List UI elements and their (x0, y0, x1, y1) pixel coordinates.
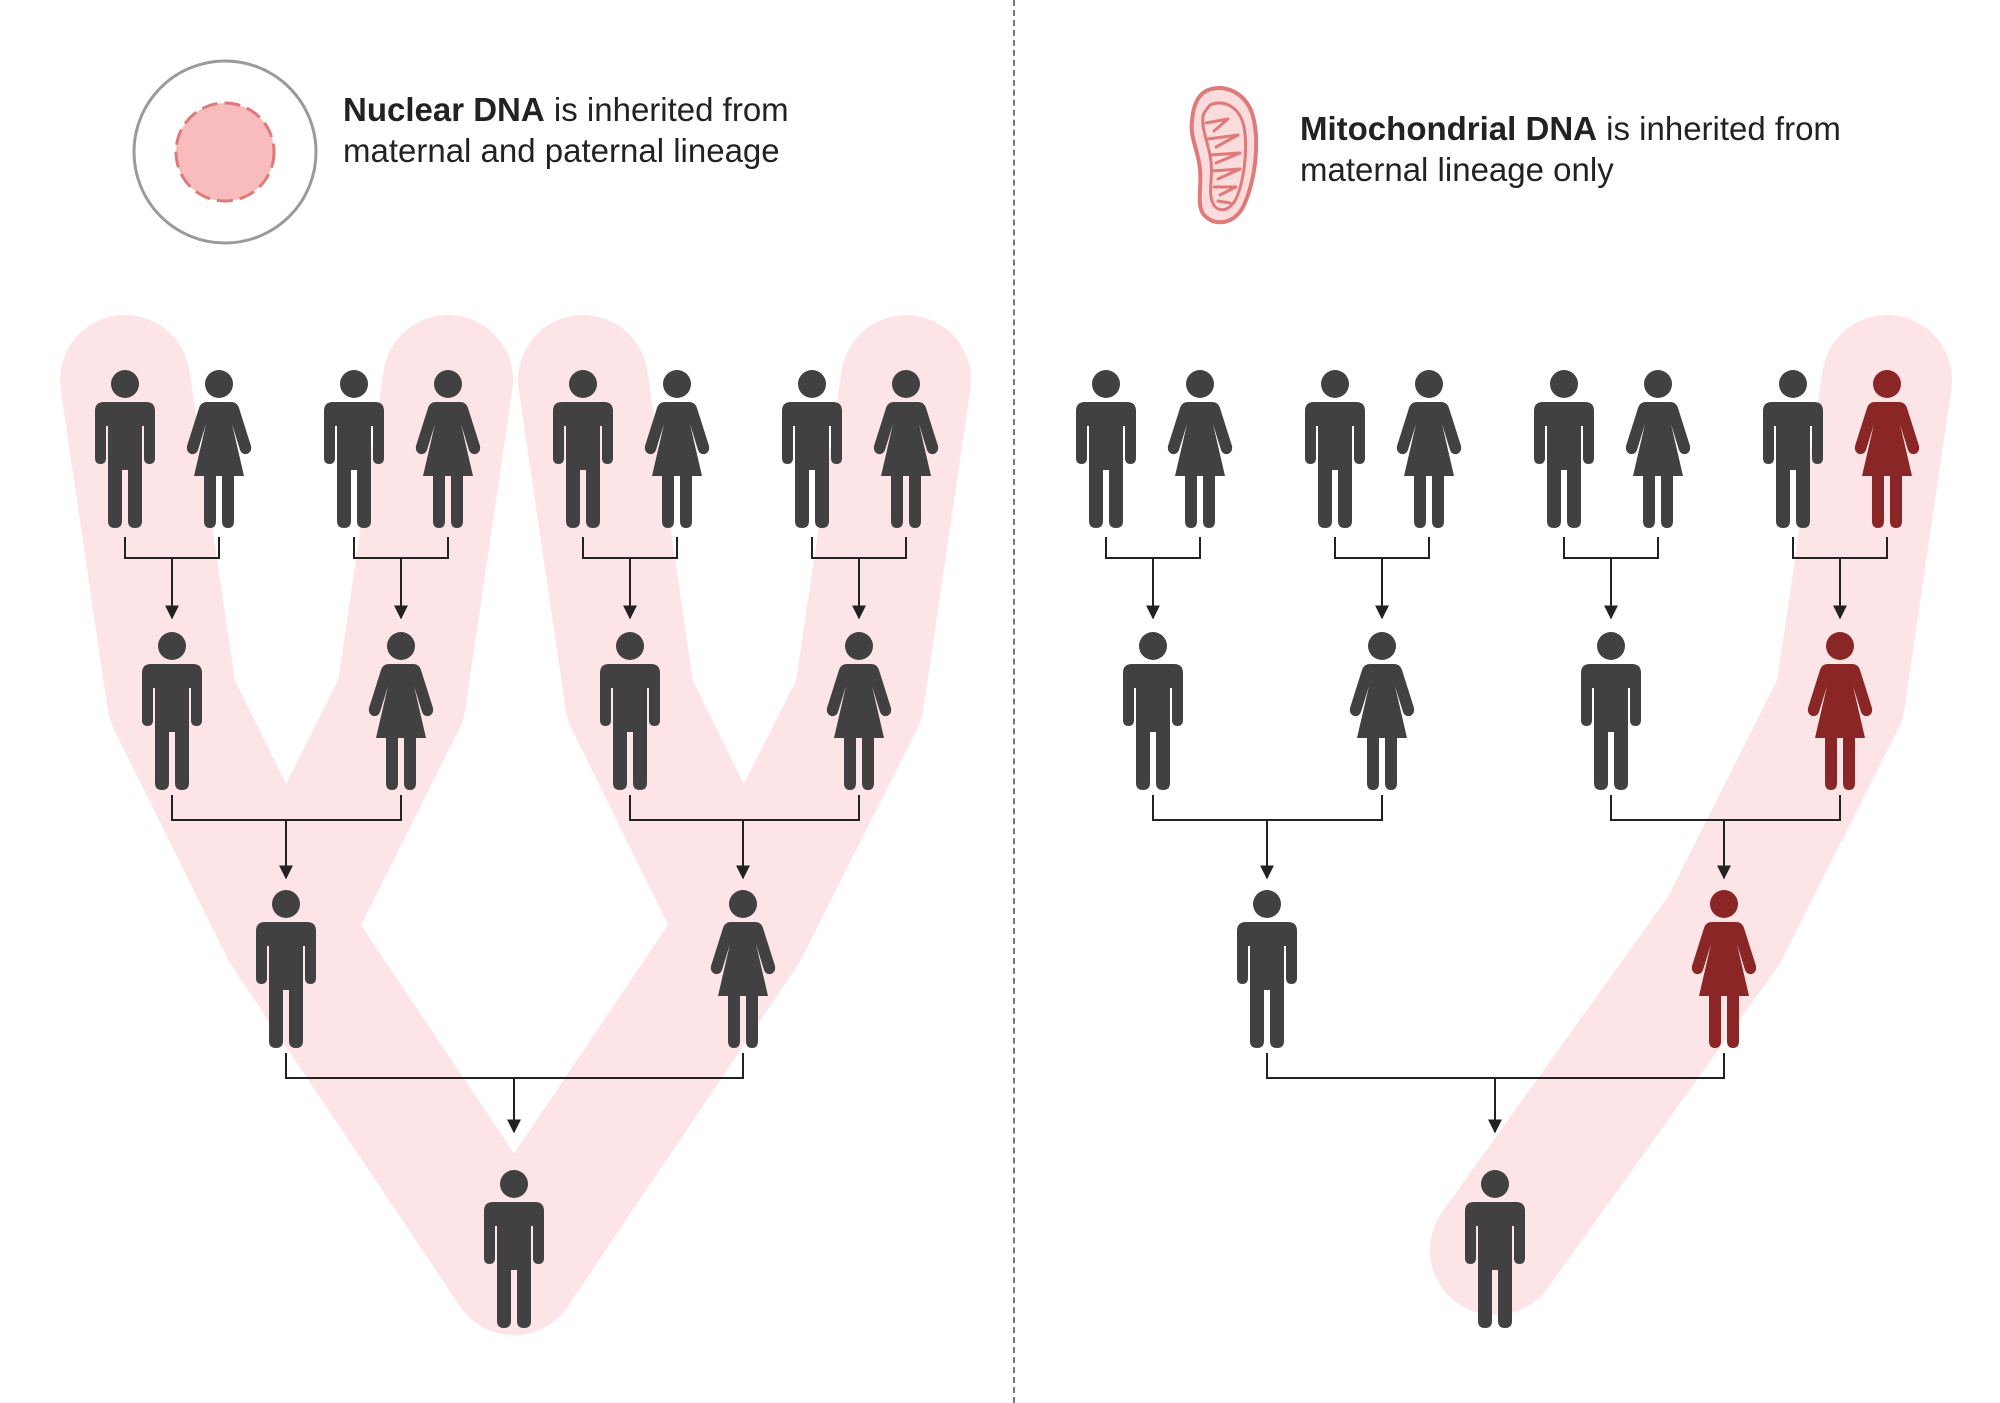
nuclear-dna-caption: Nuclear DNA is inherited from maternal a… (343, 89, 803, 171)
mito-father (1237, 890, 1297, 1048)
mito-parents-b-bar (1610, 795, 1841, 821)
mito-grandmother-3 (1625, 370, 1691, 528)
mito-parent-2 (1349, 632, 1415, 790)
mitochondrial-dna-term: Mitochondrial DNA (1300, 110, 1597, 147)
mito-grandmother-2 (1396, 370, 1462, 528)
mitochondrion-icon (1189, 86, 1259, 225)
mito-grandfather-3 (1534, 370, 1594, 528)
nuclear-parents-b-bar (629, 795, 860, 821)
mito-grandfather-1 (1076, 370, 1136, 528)
cell-nucleus-icon (132, 59, 318, 245)
mito-couple-2-bar (1334, 537, 1430, 559)
mitochondrial-dna-description: is inherited from maternal lineage only (1300, 110, 1841, 188)
mito-grandfather-2 (1305, 370, 1365, 528)
mito-parent-3 (1581, 632, 1641, 790)
mito-grandmother-1 (1167, 370, 1233, 528)
mito-couple-1-bar (1105, 537, 1201, 559)
nuclear-dna-description: is inherited from maternal and paternal … (343, 91, 789, 169)
nuclear-lineage-band-1 (60, 315, 579, 1335)
mitochondrial-dna-caption: Mitochondrial DNA is inherited from mate… (1300, 108, 1860, 190)
nuclear-dna-term: Nuclear DNA (343, 91, 545, 128)
mito-couple-3-bar (1563, 537, 1659, 559)
mito-parents-a-bar (1152, 795, 1383, 821)
nuclear-lineage-band-3 (449, 315, 808, 1335)
mito-lineage-band (1430, 315, 1952, 1315)
panel-divider (1013, 0, 1015, 1403)
mito-parent-1 (1123, 632, 1183, 790)
